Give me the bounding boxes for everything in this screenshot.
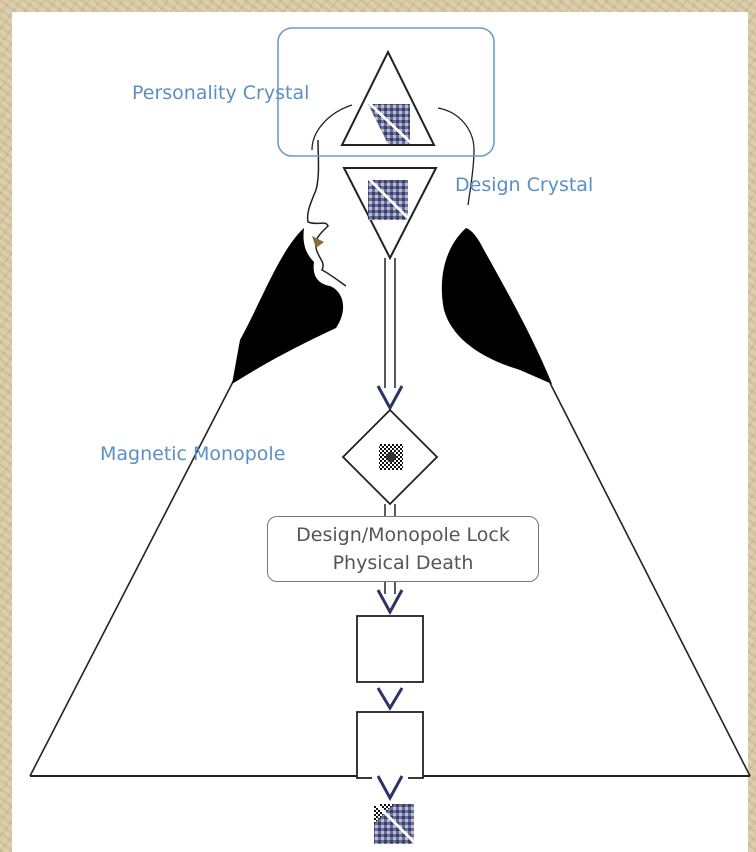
lock-title: Design/Monopole Lock xyxy=(296,521,510,549)
design-channel xyxy=(385,258,395,388)
arrow-down-icon xyxy=(378,386,402,408)
magnetic-monopole xyxy=(343,410,437,504)
silhouette-left xyxy=(232,105,352,384)
design-crystal xyxy=(344,168,436,258)
arrow-down-icon xyxy=(378,590,402,612)
personality-crystal xyxy=(342,52,434,145)
stage-box-1 xyxy=(357,616,423,682)
design-monopole-lock-box: Design/Monopole Lock Physical Death xyxy=(267,516,539,582)
stage-box-2 xyxy=(357,712,423,778)
lock-subtitle: Physical Death xyxy=(333,549,474,577)
bottom-emblem xyxy=(374,804,414,844)
arrow-down-icon xyxy=(378,688,402,708)
silhouette-right xyxy=(438,108,552,384)
magnetic-monopole-label: Magnetic Monopole xyxy=(100,443,285,465)
design-crystal-label: Design Crystal xyxy=(455,174,593,196)
personality-crystal-label: Personality Crystal xyxy=(132,82,309,104)
